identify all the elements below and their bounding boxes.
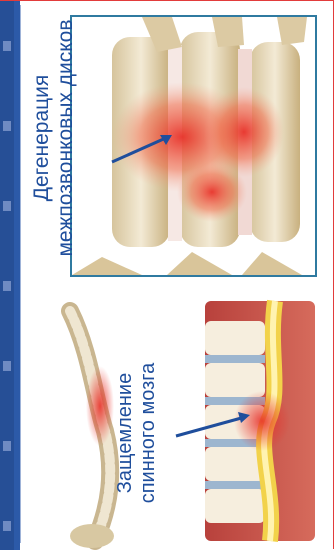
caption-line-1: Дегенерация [30,7,54,269]
spinal-compression-illustration [0,291,334,550]
caption-line-2: спинного мозга [137,343,160,523]
full-spine-icon [70,311,114,548]
disc-degeneration-caption: Дегенерация межпозвонковых дисков [30,7,78,269]
disc-degeneration-image [70,15,317,277]
spinal-compression-caption: Защемление спинного мозга [114,343,160,523]
caption-line-2: межпозвонковых дисков [54,7,78,269]
spinal-cord-cross-section [205,301,315,541]
caption-line-1: Защемление [114,343,137,523]
